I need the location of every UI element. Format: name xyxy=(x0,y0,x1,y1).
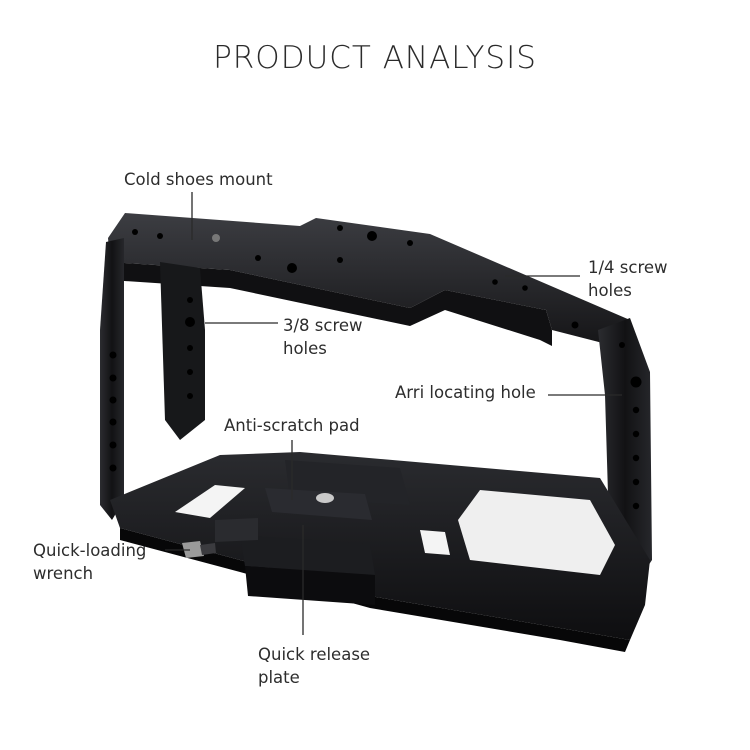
label-cold-shoe-mount: Cold shoes mount xyxy=(124,170,273,189)
label-wrench-line1: Quick-loading xyxy=(33,541,147,560)
quick-loading-wrench xyxy=(182,541,216,558)
label-anti-scratch-pad: Anti-scratch pad xyxy=(224,416,360,435)
top-rail xyxy=(108,213,630,350)
label-release-line1: Quick release xyxy=(258,645,371,664)
label-quarter-screw-line1: 1/4 screw xyxy=(588,258,668,277)
left-side-bar xyxy=(100,238,205,520)
label-three-eighth-screw-line2: holes xyxy=(283,339,327,358)
page-title: PRODUCT ANALYSIS xyxy=(213,40,537,76)
label-arri-locating-hole: Arri locating hole xyxy=(395,383,536,402)
label-three-eighth-screw-holes: 3/8 screw holes xyxy=(283,314,363,360)
base-plate xyxy=(110,452,650,652)
leader-lines xyxy=(165,192,622,635)
label-quarter-screw-holes: 1/4 screw holes xyxy=(588,256,668,302)
label-quarter-screw-line2: holes xyxy=(588,281,632,300)
top-screw-holes xyxy=(132,225,579,329)
quick-release-plate xyxy=(215,518,375,605)
label-release-line2: plate xyxy=(258,668,300,687)
label-wrench-line2: wrench xyxy=(33,564,94,583)
label-quick-loading-wrench: Quick-loading wrench xyxy=(33,539,146,585)
label-quick-release-plate: Quick release plate xyxy=(258,643,370,689)
label-three-eighth-screw-line1: 3/8 screw xyxy=(283,316,363,335)
